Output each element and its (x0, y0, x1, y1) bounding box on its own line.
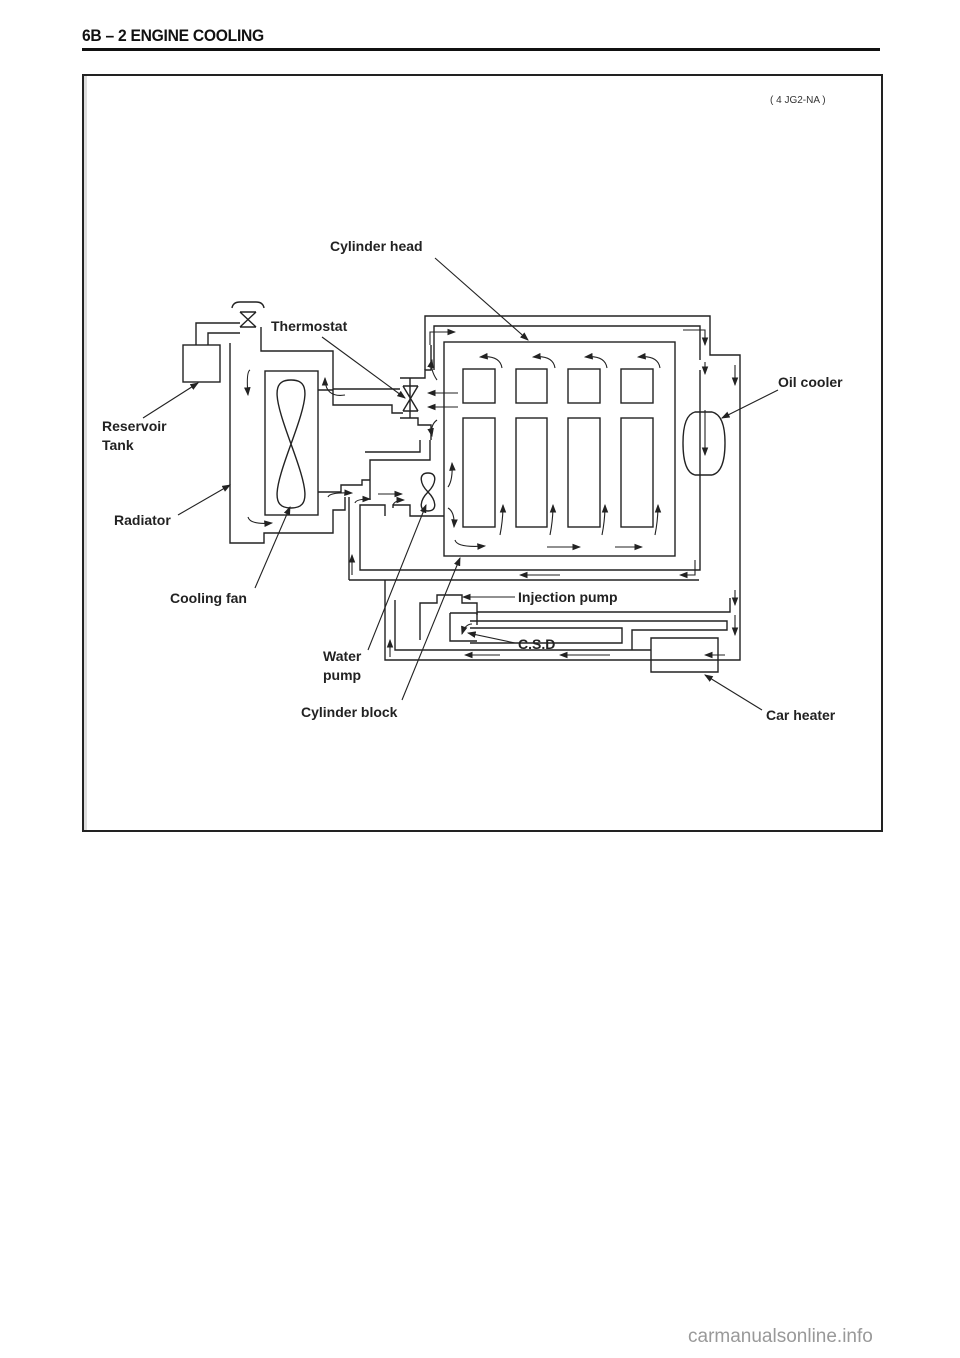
engine-block (348, 315, 741, 661)
label-cooling-fan: Cooling fan (170, 590, 247, 606)
flow-arrows (244, 328, 739, 659)
label-car-heater: Car heater (766, 707, 836, 723)
engine-model-code: ( 4 JG2-NA ) (770, 95, 826, 106)
label-water: Water (323, 648, 362, 664)
label-tank: Tank (102, 437, 134, 453)
thermostat-icon (400, 345, 432, 440)
label-cylinder-block: Cylinder block (301, 704, 398, 720)
csd-pipe (394, 598, 731, 673)
leader-lines (142, 257, 779, 711)
label-thermostat: Thermostat (271, 318, 348, 334)
label-injection-pump: Injection pump (518, 589, 618, 605)
figure-frame (82, 74, 883, 832)
label-radiator: Radiator (114, 512, 171, 528)
label-csd: C.S.D (518, 636, 556, 652)
watermark: carmanualsonline.info (688, 1326, 873, 1347)
radiator-cap-icon (231, 301, 265, 328)
header-rule (82, 48, 880, 51)
label-cylinder-head: Cylinder head (330, 238, 423, 254)
cooling-fan-icon (276, 379, 306, 509)
cylinder-block-chambers (462, 417, 654, 528)
oil-cooler (682, 411, 726, 476)
page-header: 6B – 2 ENGINE COOLING (82, 26, 264, 45)
reservoir-tank (182, 322, 240, 383)
label-reservoir: Reservoir (102, 418, 167, 434)
cylinder-head-chambers (462, 368, 654, 404)
label-pump: pump (323, 667, 362, 683)
radiator (229, 327, 403, 544)
water-pump-icon (420, 472, 436, 512)
label-oil-cooler: Oil cooler (778, 374, 843, 390)
